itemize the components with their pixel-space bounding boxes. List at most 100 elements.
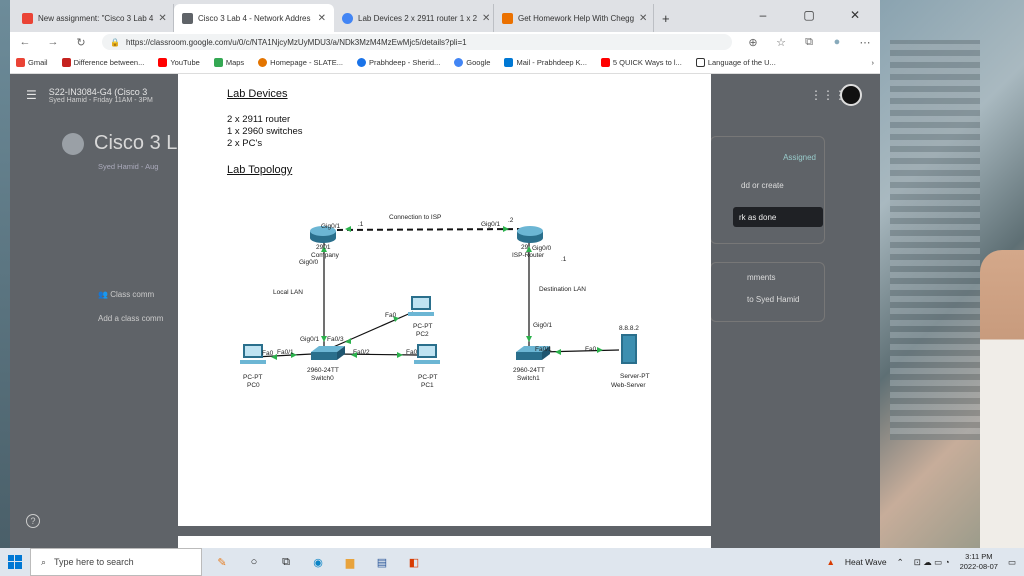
label-sw0-name: Switch0 <box>311 375 334 382</box>
bookmark-difference[interactable]: Difference between... <box>61 58 144 67</box>
switch0-pc2-link <box>330 311 414 349</box>
assignment-subtitle: Syed Hamid - Aug <box>98 162 159 171</box>
extension-icon[interactable]: ⊕ <box>748 36 758 49</box>
bookmark-youtube[interactable]: YouTube <box>158 58 200 67</box>
tab-label: New assignment: "Cisco 3 Lab 4 <box>38 13 154 23</box>
classroom-icon <box>182 12 193 24</box>
mark-as-done-button[interactable]: rk as done <box>733 207 823 227</box>
web-server-icon[interactable] <box>621 334 637 364</box>
close-icon[interactable]: ✕ <box>639 12 648 24</box>
reload-icon[interactable]: ↻ <box>76 36 86 49</box>
label-sw0-gig01: Gig0/1 <box>300 336 320 343</box>
bookmark-quick-ways[interactable]: 5 QUICK Ways to l... <box>600 58 682 67</box>
bookmark-language[interactable]: Language of the U... <box>695 58 776 67</box>
collections-icon[interactable]: ⧉ <box>805 35 813 48</box>
device-item: 2 x 2911 router <box>227 114 291 125</box>
switch1-icon[interactable] <box>516 346 550 360</box>
add-class-comment-link[interactable]: Add a class comm <box>98 314 164 323</box>
router-company-icon[interactable] <box>310 226 336 243</box>
label-destination-lan: Destination LAN <box>539 286 586 293</box>
course-title[interactable]: S22-IN3084-G4 (Cisco 3 <box>48 86 148 97</box>
tab-label: Cisco 3 Lab 4 - Network Addres <box>198 13 311 23</box>
tab-new-assignment[interactable]: New assignment: "Cisco 3 Lab 4 ✕ <box>14 4 174 32</box>
gmail-icon <box>22 12 33 24</box>
bookmark-maps[interactable]: Maps <box>213 58 244 67</box>
cortana-icon[interactable]: ○ <box>250 556 258 568</box>
bookmark-google[interactable]: Google <box>454 58 490 67</box>
youtube-icon <box>600 58 610 67</box>
weather-alert-icon[interactable]: ▲ <box>826 557 835 567</box>
menu-icon[interactable]: ⋯ <box>859 36 871 49</box>
word-icon[interactable]: ▤ <box>376 556 388 569</box>
desktop-background-left <box>0 0 10 548</box>
bookmarks-overflow-icon[interactable]: › <box>871 58 875 67</box>
label-sw0-fa01: Fa0/1 <box>277 349 294 356</box>
edge-icon[interactable]: ◉ <box>313 556 323 569</box>
label-pc0-name: PC0 <box>247 382 260 389</box>
taskbar: ⌕ Type here to search ✎ ○ ⧉ ◉ ▆ ▤ ◧ ▲ He… <box>0 548 1024 576</box>
back-icon[interactable]: ← <box>19 36 31 48</box>
class-comments-label: 👥 Class comm <box>98 290 155 299</box>
bookmark-mail[interactable]: Mail - Prabhdeep K... <box>504 58 587 67</box>
url-field[interactable]: 🔒 https://classroom.google.com/u/0/c/NTA… <box>102 34 732 50</box>
windows-start-icon[interactable] <box>0 555 30 569</box>
label-pc1-type: PC-PT <box>418 374 438 381</box>
add-or-create-button[interactable]: dd or create <box>741 181 784 190</box>
tab-cisco-lab[interactable]: Cisco 3 Lab 4 - Network Addres ✕ <box>174 4 334 32</box>
favorites-icon[interactable]: ☆ <box>776 36 786 49</box>
task-view-icon[interactable]: ⧉ <box>282 555 290 568</box>
router-isp-icon[interactable] <box>517 226 543 243</box>
close-icon[interactable]: ✕ <box>317 12 326 24</box>
close-icon[interactable]: ✕ <box>158 12 167 24</box>
taskbar-search-input[interactable]: ⌕ Type here to search <box>30 548 202 576</box>
pc0-icon[interactable] <box>240 344 266 364</box>
lab-topology-heading: Lab Topology <box>227 164 293 176</box>
close-window-icon[interactable]: ✕ <box>849 8 861 22</box>
bookmark-gmail[interactable]: Gmail <box>16 58 48 67</box>
tab-lab-devices[interactable]: Lab Devices 2 x 2911 router 1 x 2 ✕ <box>334 4 494 32</box>
label-sw1-fa01: Fa0/1 <box>535 346 552 353</box>
office-icon[interactable]: ◧ <box>408 556 420 569</box>
label-gig01-company: Gig0/1 <box>321 223 341 230</box>
document-next-page <box>178 536 711 548</box>
label-ip-dot1-dest: .1 <box>561 256 567 263</box>
close-icon[interactable]: ✕ <box>482 12 491 24</box>
add-private-comment-link[interactable]: to Syed Hamid <box>747 295 800 304</box>
hamburger-menu-icon[interactable]: ☰ <box>26 88 37 102</box>
device-item: 1 x 2960 switches <box>227 126 303 137</box>
label-router-isp: ISP-Router <box>512 252 545 259</box>
course-title-block: S22-IN3084-G4 (Cisco 3 Syed Hamid - Frid… <box>49 87 153 104</box>
private-comments-card: mments to Syed Hamid <box>710 262 825 322</box>
tab-chegg[interactable]: Get Homework Help With Chegg ✕ <box>494 4 654 32</box>
notifications-icon[interactable]: ▭ <box>1007 556 1016 567</box>
new-tab-button[interactable]: + <box>662 10 670 26</box>
weather-label[interactable]: Heat Wave <box>844 557 887 567</box>
url-text: https://classroom.google.com/u/0/c/NTA1N… <box>125 37 467 47</box>
bookmarks-bar: Gmail Difference between... YouTube Maps… <box>10 52 880 74</box>
tab-label: Get Homework Help With Chegg <box>518 13 635 23</box>
pc2-icon[interactable] <box>408 296 434 316</box>
tray-overflow-icon[interactable]: ⌃ <box>896 556 904 567</box>
chegg-icon <box>502 12 513 24</box>
tray-icons[interactable]: ⊡ ☁ ▭ ◔ <box>913 556 950 567</box>
clock[interactable]: 3:11 PM 2022-08-07 <box>960 552 998 572</box>
minimize-icon[interactable]: – <box>759 8 767 22</box>
people-icon: 👥 <box>98 290 108 299</box>
label-pc2-name: PC2 <box>416 331 429 338</box>
search-highlight-icon[interactable]: ✎ <box>217 556 227 569</box>
label-sw1-name: Switch1 <box>517 375 540 382</box>
forward-icon[interactable]: → <box>47 36 59 48</box>
apps-grid-icon[interactable]: ⋮⋮⋮ <box>810 88 846 102</box>
bookmark-slate[interactable]: Homepage - SLATE... <box>258 58 343 67</box>
file-explorer-icon[interactable]: ▆ <box>345 556 355 569</box>
switch0-pc1-link <box>334 353 418 356</box>
label-ip-dot2: .2 <box>508 217 514 224</box>
maximize-icon[interactable]: ▢ <box>803 8 815 22</box>
bookmark-sheridan[interactable]: Prabhdeep - Sherid... <box>356 58 440 67</box>
avatar[interactable] <box>840 84 862 106</box>
pc1-icon[interactable] <box>414 344 440 364</box>
isp-serial-link <box>326 228 528 231</box>
profile-icon[interactable]: ● <box>833 36 841 48</box>
switch0-icon[interactable] <box>311 346 345 360</box>
help-icon[interactable]: ? <box>26 514 40 528</box>
